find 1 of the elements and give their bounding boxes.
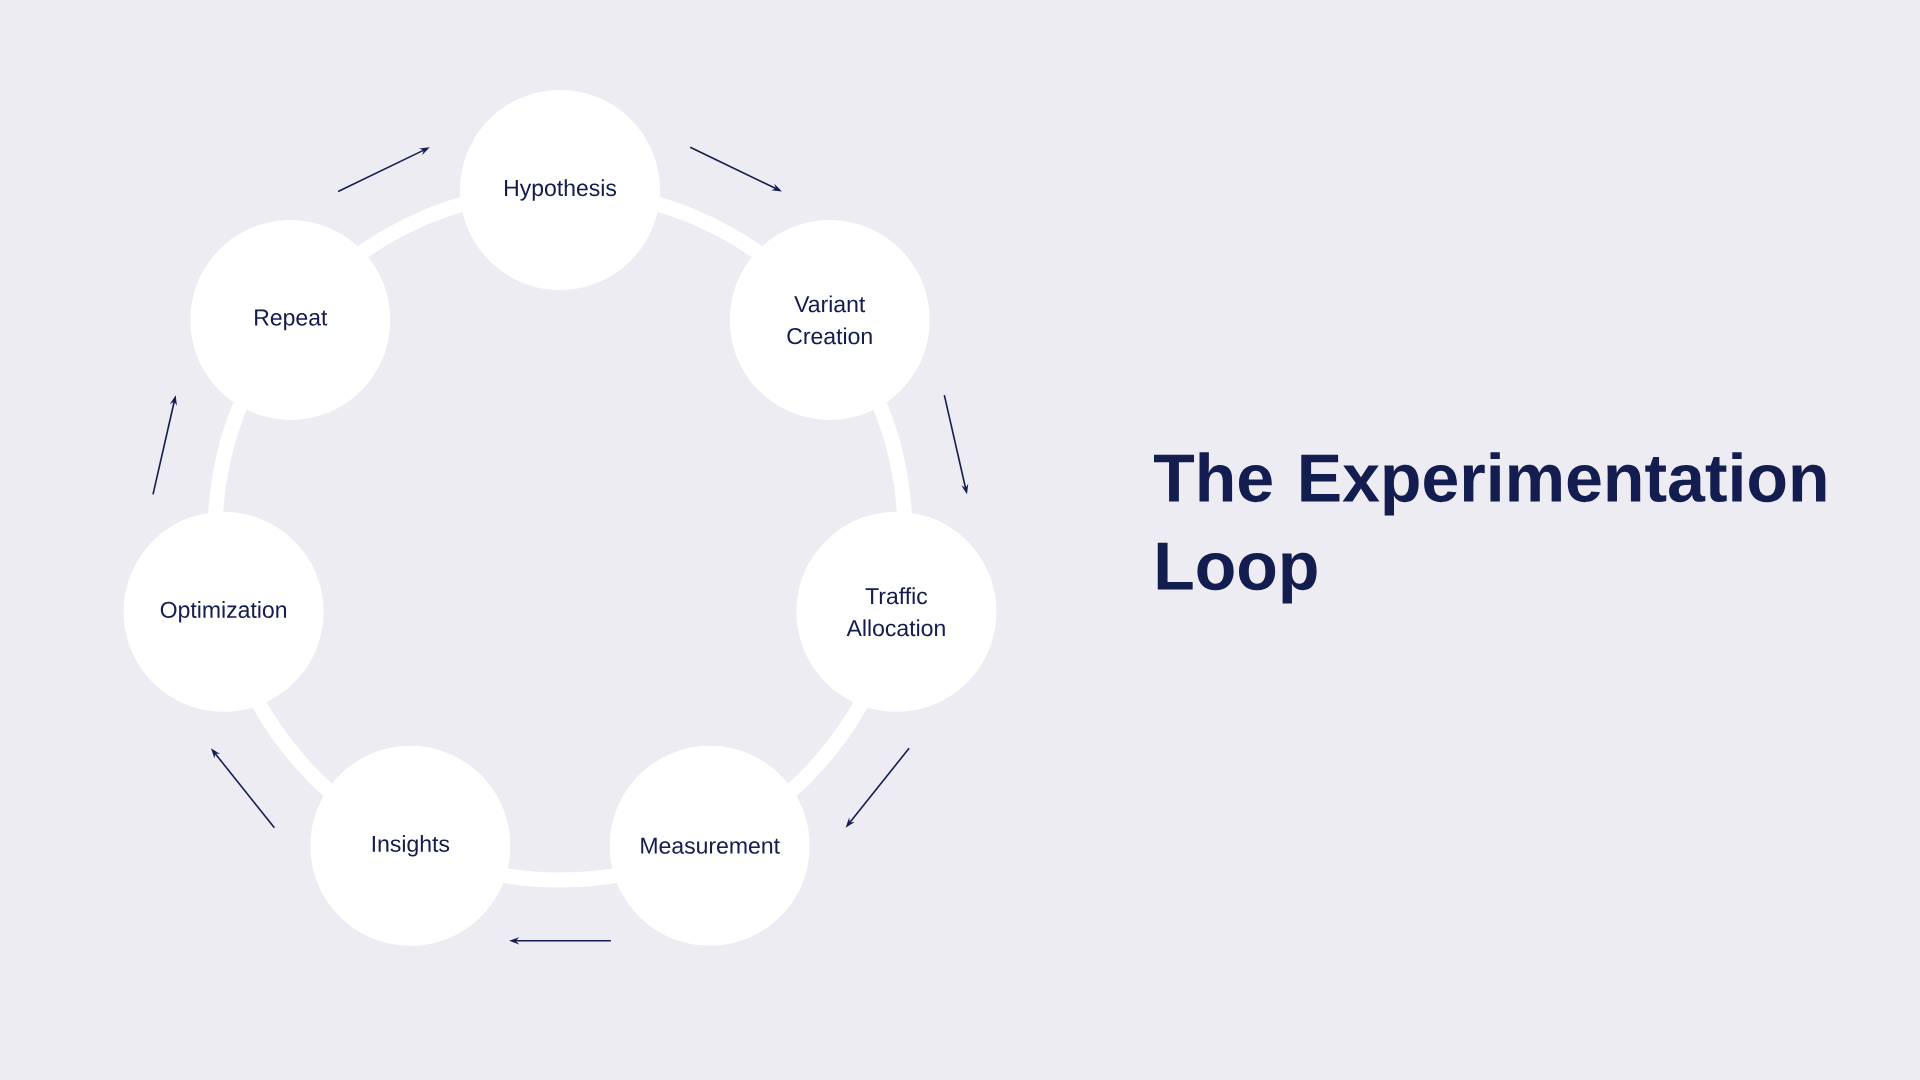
title: The Experimentation Loop (1154, 452, 1826, 604)
